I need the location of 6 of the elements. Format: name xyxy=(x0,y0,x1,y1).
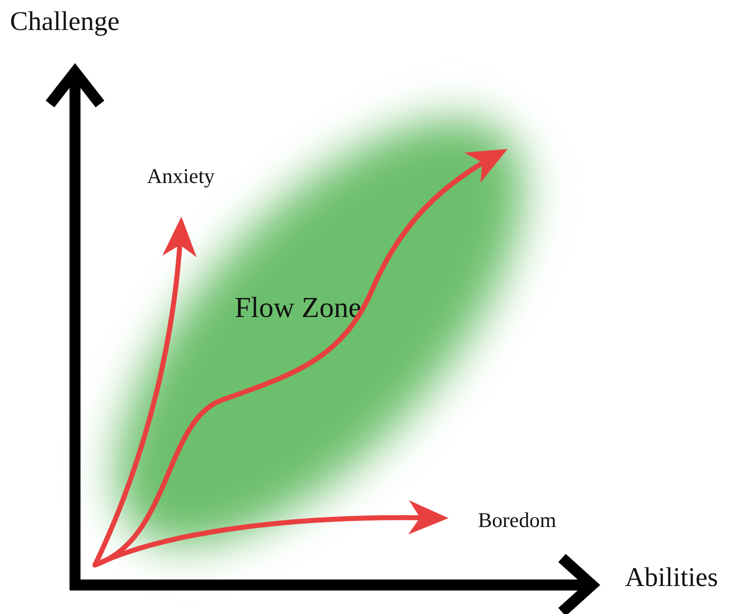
axis-label: Abilities xyxy=(625,562,718,593)
trend-arrow xyxy=(92,500,449,568)
axis-label: Challenge xyxy=(10,6,120,37)
state-label: Anxiety xyxy=(147,164,215,189)
zone-label: Flow Zone xyxy=(234,292,362,324)
state-label: Boredom xyxy=(478,508,556,533)
